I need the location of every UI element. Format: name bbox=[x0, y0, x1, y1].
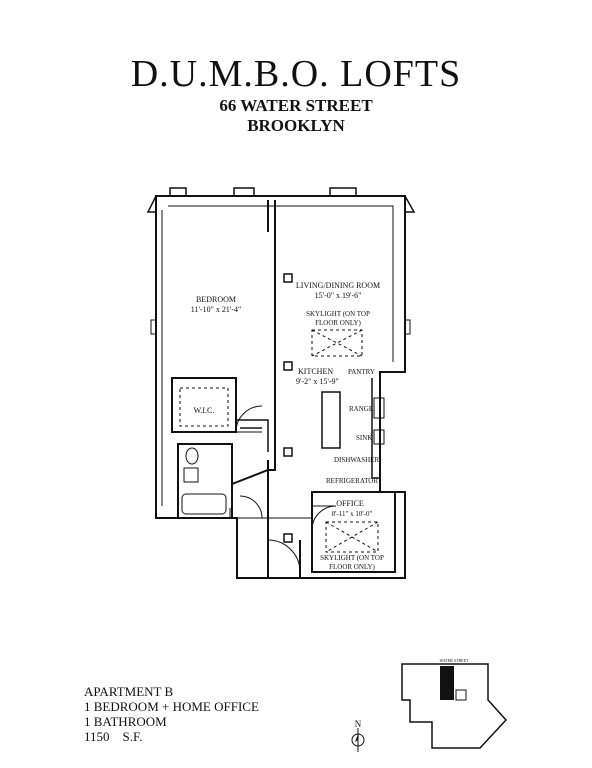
skylight-office-cross bbox=[325, 521, 379, 553]
left-window bbox=[150, 319, 156, 335]
toilet bbox=[185, 447, 199, 465]
skylight-office-line1: SKYLIGHT (ON TOP bbox=[320, 554, 384, 562]
pantry-label: PANTRY bbox=[348, 368, 375, 376]
wic-label: W.I.C. bbox=[194, 406, 215, 415]
column-3 bbox=[283, 447, 293, 457]
kitchen-label: KITCHEN bbox=[298, 367, 333, 376]
column-1 bbox=[283, 273, 293, 283]
skylight-living-line1: SKYLIGHT (ON TOP bbox=[306, 310, 370, 318]
entry-wall bbox=[231, 468, 301, 578]
bathroom-walls bbox=[177, 443, 233, 519]
apartment-info: APARTMENT B 1 BEDROOM + HOME OFFICE 1 BA… bbox=[84, 684, 259, 744]
wic-walls bbox=[171, 377, 237, 433]
skylight-living-line2: FLOOR ONLY) bbox=[315, 319, 361, 327]
inner-wall-line bbox=[161, 205, 394, 519]
apartment-bathrooms: 1 BATHROOM bbox=[84, 714, 167, 729]
window-top-mid bbox=[233, 187, 255, 196]
kitchen-sink bbox=[373, 429, 385, 445]
range bbox=[373, 397, 385, 419]
skylight-office-line2: FLOOR ONLY) bbox=[329, 563, 375, 571]
right-window bbox=[405, 319, 411, 335]
building-title: D.U.M.B.O. LOFTS bbox=[130, 53, 462, 95]
bedroom-size: 11'-10" x 21'-4" bbox=[191, 305, 241, 314]
wic-shelf bbox=[179, 387, 229, 427]
key-plan: WATER STREET bbox=[401, 658, 508, 749]
sink-label: SINK bbox=[356, 434, 372, 442]
bedroom-label: BEDROOM bbox=[196, 295, 236, 304]
bedroom-door-swing bbox=[235, 405, 263, 433]
window-top-left bbox=[169, 187, 187, 196]
refrigerator-label: REFRIGERATOR bbox=[326, 477, 378, 485]
corner-left bbox=[146, 195, 157, 213]
north-compass-icon: N bbox=[351, 719, 365, 752]
kitchen-counter bbox=[371, 378, 380, 479]
skylight-living bbox=[311, 329, 363, 357]
key-plan-highlight bbox=[440, 666, 454, 700]
building-city: BROOKLYN bbox=[247, 116, 345, 135]
window-top-right bbox=[329, 187, 357, 196]
kitchen-island bbox=[321, 391, 341, 449]
apartment-area: 1150 S.F. bbox=[84, 729, 143, 744]
skylight-office bbox=[325, 521, 379, 553]
apartment-name: APARTMENT B bbox=[84, 684, 174, 699]
key-plan-street: WATER STREET bbox=[440, 658, 470, 663]
column-2 bbox=[283, 361, 293, 371]
living-label: LIVING/DINING ROOM bbox=[296, 281, 380, 290]
corner-right bbox=[404, 195, 416, 213]
building-address: 66 WATER STREET bbox=[219, 96, 373, 115]
entry-door-swing bbox=[239, 495, 301, 573]
office-label: OFFICE bbox=[336, 499, 364, 508]
dishwasher-label: DISHWASHER bbox=[334, 456, 379, 464]
north-label: N bbox=[355, 719, 362, 729]
office-size: 8'-11" x 10'-0" bbox=[332, 510, 373, 518]
living-size: 15'-0" x 19'-6" bbox=[315, 291, 362, 300]
bedroom-lower-wall bbox=[236, 419, 269, 452]
range-label: RANGE bbox=[349, 405, 373, 413]
bathtub bbox=[181, 493, 227, 515]
office-wall bbox=[311, 491, 396, 573]
outer-wall bbox=[155, 195, 406, 579]
bath-sink bbox=[183, 467, 199, 483]
bedroom-divider-wall bbox=[267, 200, 276, 471]
kitchen-size: 9'-2" x 15'-9" bbox=[296, 377, 339, 386]
apartment-layout: 1 BEDROOM + HOME OFFICE bbox=[84, 699, 259, 714]
column-4 bbox=[283, 533, 293, 543]
skylight-living-cross bbox=[311, 329, 363, 357]
office-door-swing bbox=[311, 505, 337, 531]
